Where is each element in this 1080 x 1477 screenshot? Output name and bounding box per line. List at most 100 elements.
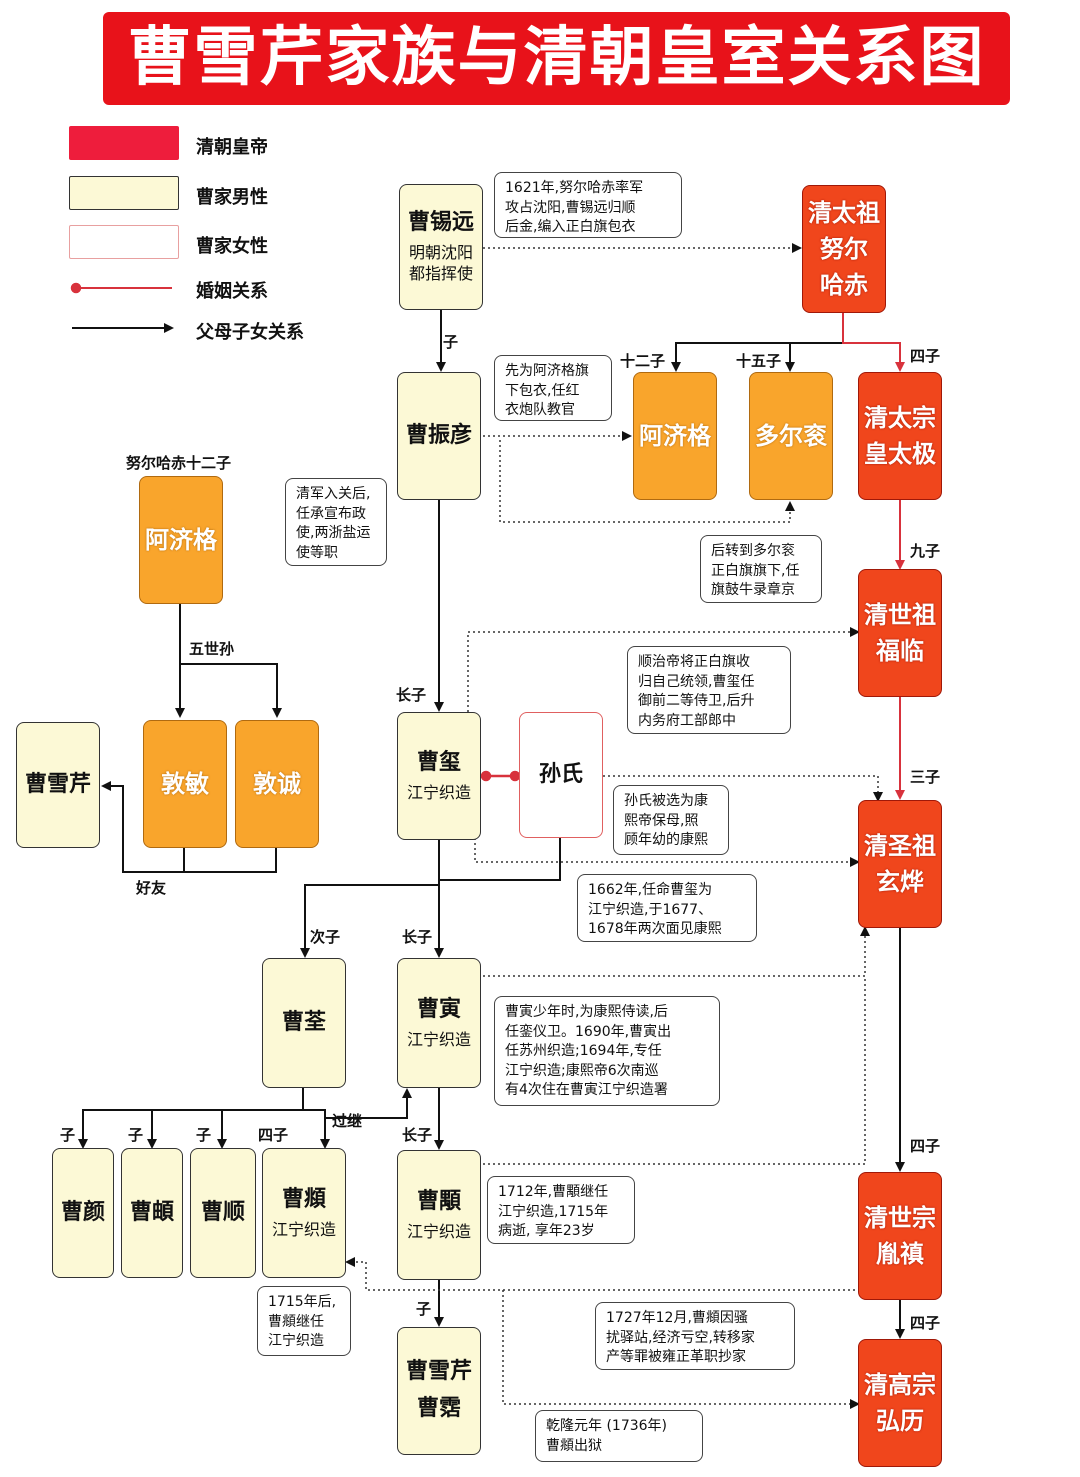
legend-label-parent: 父母子女关系: [196, 322, 304, 343]
node-cao-xueqin-bottom: 曹雪芹 曹霑: [397, 1327, 481, 1455]
emperor-title: 清高宗: [864, 1371, 936, 1399]
edge-label-zi: 子: [196, 1126, 212, 1144]
node-title: 江宁织造: [406, 1029, 471, 1049]
edge-label-si-zi: 四子: [258, 1126, 289, 1144]
note-qianlong: 乾隆元年 (1736年) 曹頫出狱: [535, 1410, 703, 1462]
legend-swatch-emperor: [69, 126, 179, 160]
node-cao-yong: 曹顒 江宁织造: [397, 1150, 481, 1280]
node-ajige: 阿济格: [633, 372, 717, 500]
node-sun-shi: 孙氏: [519, 712, 603, 838]
edge-label-ci-zi: 次子: [310, 928, 341, 946]
note-1662: 1662年,任命曹玺为 江宁织造,于1677、 1678年两次面见康熙: [577, 874, 757, 942]
emperor-title: 清圣祖: [864, 832, 936, 860]
edge-label-guoji: 过继: [332, 1112, 363, 1130]
node-cao-quan: 曹荃: [262, 958, 346, 1088]
edge-label-si-zi: 四子: [910, 1137, 941, 1155]
edge-label-jiu-zi: 九子: [910, 542, 941, 560]
node-title: 江宁织造: [406, 782, 471, 802]
emperor-name: 弘历: [876, 1407, 924, 1435]
node-emperor-taizu: 清太祖 努尔 哈赤: [802, 185, 886, 313]
legend-label-female: 曹家女性: [196, 236, 268, 257]
edge-label-zi: 子: [443, 333, 459, 351]
node-duoergun: 多尔衮: [749, 372, 833, 500]
note-sunshi: 孙氏被选为康 熙帝保母,照 顾年幼的康熙: [613, 785, 729, 855]
legend-label-male: 曹家男性: [196, 187, 268, 208]
node-emperor-shizu: 清世祖 福临: [858, 569, 942, 697]
node-title: 江宁织造: [271, 1219, 336, 1239]
node-emperor-taizong: 清太宗 皇太极: [858, 372, 942, 500]
page-title: 曹雪芹家族与清朝皇室关系图: [103, 12, 1010, 105]
edge-label-si-zi: 四子: [910, 1314, 941, 1332]
node-name: 曹顺: [200, 1199, 245, 1225]
legend-swatch-male: [69, 176, 179, 210]
node-name: 曹雪芹: [24, 771, 91, 797]
edge-label-hao-you: 好友: [136, 879, 167, 897]
edge-label-shier-zi: 十二子: [620, 352, 666, 370]
node-name: 曹顒: [416, 1188, 461, 1214]
edge-label-shiwu-zi: 十五子: [736, 352, 782, 370]
node-cao-zhenyan: 曹振彦: [397, 372, 481, 500]
node-cao-yan: 曹颜: [52, 1148, 114, 1278]
edge-label-si-zi: 四子: [910, 347, 941, 365]
node-name: 曹寅: [416, 996, 461, 1022]
node-name-alt: 曹霑: [416, 1396, 461, 1421]
emperor-title: 清太祖: [808, 199, 880, 227]
node-cao-qi: 曹頔: [121, 1148, 183, 1278]
ajige-left-caption: 努尔哈赤十二子: [126, 454, 232, 472]
node-cao-fu: 曹頫 江宁织造: [262, 1148, 346, 1278]
emperor-name-1: 努尔: [820, 235, 868, 263]
note-ajige-baoyi: 先为阿济格旗 下包衣,任红 衣炮队教官: [494, 355, 612, 421]
edge-label-zhang-zi: 长子: [402, 1126, 433, 1144]
node-duncheng: 敦诚: [235, 720, 319, 848]
node-title: 江宁织造: [406, 1221, 471, 1241]
node-name: 曹颜: [60, 1199, 105, 1225]
node-name: 敦诚: [253, 770, 301, 798]
node-ajige-left: 阿济格: [139, 476, 223, 604]
emperor-title: 清世祖: [864, 601, 936, 629]
node-emperor-shizong: 清世宗 胤禛: [858, 1172, 942, 1300]
node-name: 阿济格: [145, 526, 217, 554]
node-name: 曹荃: [281, 1009, 326, 1035]
note-1715: 1715年后, 曹頫继任 江宁织造: [257, 1286, 351, 1356]
note-1621: 1621年,努尔哈赤率军 攻占沈阳,曹锡远归顺 后金,编入正白旗包衣: [494, 172, 682, 238]
note-caoyin: 曹寅少年时,为康熙侍读,后 任銮仪卫。1690年,曹寅出 任苏州织造;1694年…: [494, 996, 720, 1106]
legend-swatch-female: [69, 225, 179, 259]
node-name: 曹頫: [281, 1186, 326, 1212]
node-cao-xiyuan: 曹锡远 明朝沈阳 都指挥使: [399, 184, 483, 310]
edge-label-zi: 子: [416, 1300, 432, 1318]
edge-label-zhang-zi: 长子: [396, 686, 427, 704]
node-name: 曹雪芹: [405, 1359, 472, 1385]
edge-label-zi: 子: [60, 1126, 76, 1144]
emperor-title: 清太宗: [864, 404, 936, 432]
emperor-name: 玄烨: [876, 868, 924, 896]
node-emperor-shengzu: 清圣祖 玄烨: [858, 800, 942, 928]
emperor-title: 清世宗: [864, 1204, 936, 1232]
node-name: 曹锡远: [407, 210, 474, 236]
emperor-name: 福临: [876, 637, 924, 665]
node-name: 多尔衮: [755, 422, 827, 450]
note-1727: 1727年12月,曹頫因骚 扰驿站,经济亏空,转移家 产等罪被雍正革职抄家: [595, 1302, 795, 1370]
node-name: 阿济格: [639, 422, 711, 450]
note-shunzhi: 顺治帝将正白旗收 归自己统领,曹玺任 御前二等侍卫,后升 内务府工部郎中: [627, 646, 791, 734]
node-cao-xi: 曹玺 江宁织造: [397, 712, 481, 840]
emperor-name: 皇太极: [864, 440, 936, 468]
node-name: 曹玺: [416, 749, 461, 775]
edge-label-wushi-sun: 五世孙: [189, 640, 235, 658]
emperor-name: 胤禛: [876, 1240, 924, 1268]
legend-label-emperor: 清朝皇帝: [196, 137, 268, 158]
node-dunmin: 敦敏: [143, 720, 227, 848]
edge-label-san-zi: 三子: [910, 768, 941, 786]
node-cao-shun: 曹顺: [190, 1148, 256, 1278]
note-qingjun: 清军入关后, 任承宣布政 使,两浙盐运 使等职: [285, 478, 387, 566]
edge-label-zhang-zi: 长子: [402, 928, 433, 946]
note-duoergun: 后转到多尔衮 正白旗旗下,任 旗鼓牛录章京: [700, 535, 822, 603]
node-name: 孙氏: [538, 761, 583, 787]
node-name: 曹頔: [129, 1199, 174, 1225]
node-name: 敦敏: [161, 770, 209, 798]
node-name: 曹振彦: [405, 422, 472, 448]
edge-label-zi: 子: [128, 1126, 144, 1144]
node-cao-xueqin-left: 曹雪芹: [16, 722, 100, 848]
legend-label-marriage: 婚姻关系: [196, 281, 268, 302]
node-emperor-gaozong: 清高宗 弘历: [858, 1339, 942, 1467]
